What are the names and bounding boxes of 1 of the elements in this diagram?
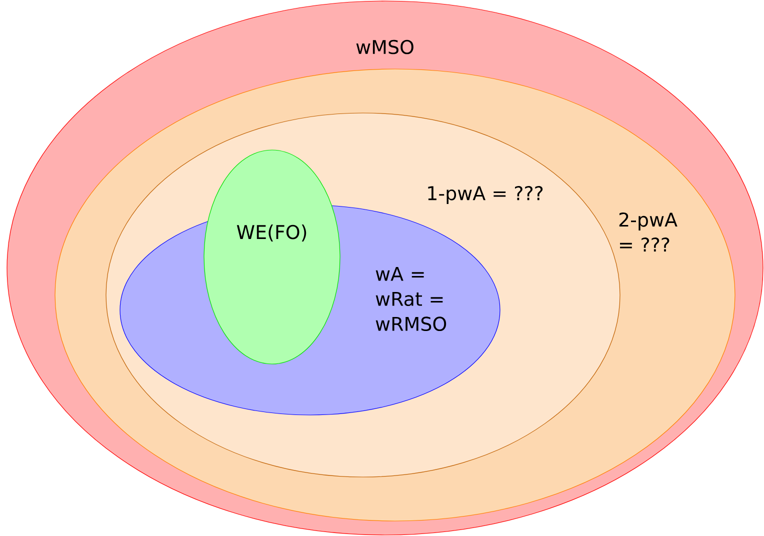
ellipse-region: WE(FO) — [204, 150, 340, 364]
